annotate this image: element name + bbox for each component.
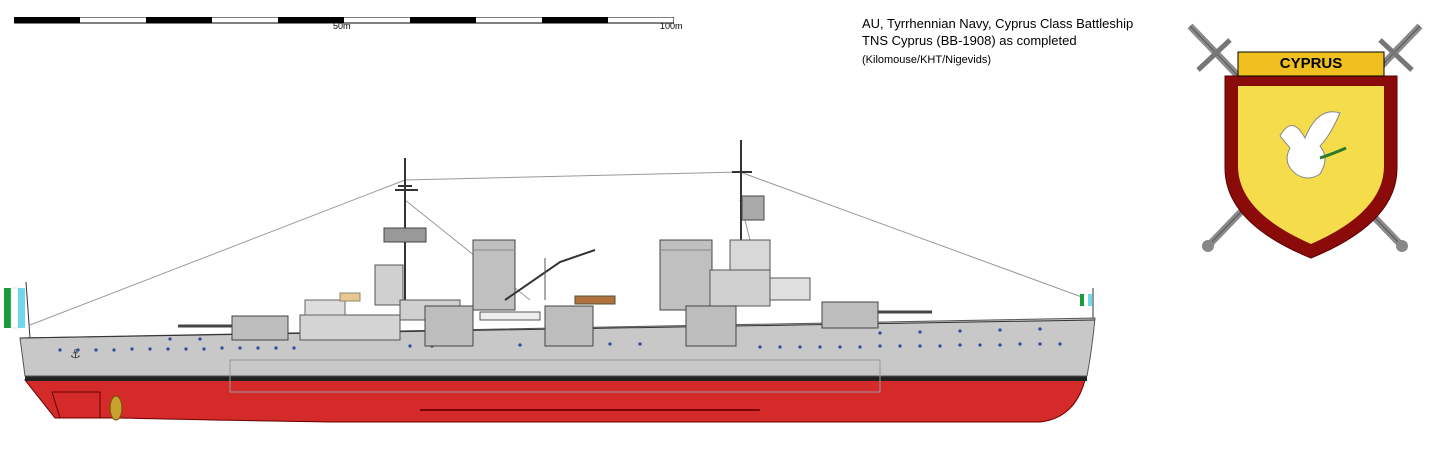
jack-flag-icon [1080,288,1094,318]
caption-title: AU, Tyrrhennian Navy, Cyprus Class Battl… [862,16,1134,31]
scale-label-50m: 50m [333,21,351,31]
propeller-icon [109,395,123,421]
anchor-icon: ⚓ [70,347,81,361]
fore-top [383,227,427,243]
fore-bridge [374,264,404,306]
crest-graphic [1187,23,1423,259]
boat-crane [504,249,596,301]
main-top [741,195,765,221]
fore-superstructure [299,314,401,341]
rudder [51,391,101,419]
aft-superstructure [709,269,771,307]
main-turrets [231,301,879,347]
rigging-lines [29,171,1091,326]
caption-credit: (Kilomouse/KHT/Nigevids) [862,54,991,66]
scale-bar [13,12,675,24]
gun-barrels [178,310,932,328]
armor-belt [229,359,881,393]
boot-topping [25,376,1087,381]
ship-profile: ⚓ [0,130,1110,430]
ship-crest: CYPRUS [1180,18,1430,263]
portholes [58,327,1062,352]
hull-lower [23,379,1086,423]
battleship-side-view: ⚓ [4,140,1096,423]
ensign-flag-icon [4,281,31,339]
crest-banner-text: CYPRUS [1279,55,1343,72]
ship-boat [574,295,616,305]
ship-boat-white [479,311,541,321]
hull-upper [19,317,1096,377]
dove-icon [1279,111,1347,179]
caption-subtitle: TNS Cyprus (BB-1908) as completed [862,33,1077,48]
scale-label-100m: 100m [660,21,683,31]
